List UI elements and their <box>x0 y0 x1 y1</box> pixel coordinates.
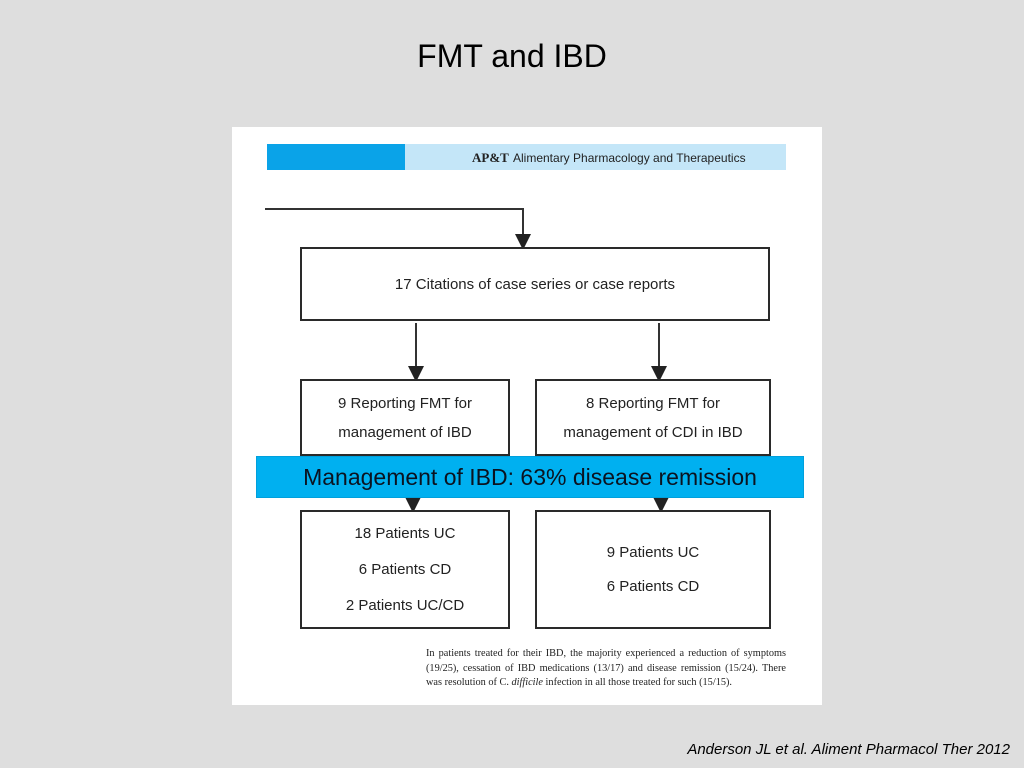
ibd-patients-cd: 6 Patients CD <box>358 560 452 578</box>
remission-highlight-banner: Management of IBD: 63% disease remission <box>256 456 804 498</box>
ibd-box-line-2: management of IBD <box>338 423 472 441</box>
caption-text-1: In patients treated for their IBD, the m… <box>426 648 786 688</box>
journal-banner-accent <box>267 144 405 170</box>
slide-title: FMT and IBD <box>417 38 607 74</box>
source-citation: Anderson JL et al. Aliment Pharmacol The… <box>687 741 1010 758</box>
ibd-reporting-box: 9 Reporting FMT for management of IBD <box>300 379 510 456</box>
cdi-patients-box: 9 Patients UC 6 Patients CD <box>535 510 771 629</box>
cdi-box-line-1: 8 Reporting FMT for <box>586 394 720 412</box>
citations-box-text: 17 Citations of case series or case repo… <box>394 275 676 293</box>
cdi-patients-cd: 6 Patients CD <box>606 577 700 595</box>
ibd-patients-uc-cd: 2 Patients UC/CD <box>345 596 465 614</box>
ibd-box-line-1: 9 Reporting FMT for <box>338 394 472 412</box>
flow-arrows <box>405 208 669 513</box>
citations-box: 17 Citations of case series or case repo… <box>300 247 770 321</box>
journal-abbreviation: AP&T <box>472 150 509 165</box>
caption-text-italic: difficile <box>511 677 543 688</box>
cdi-box-line-2: management of CDI in IBD <box>563 423 743 441</box>
caption-text-2: infection in all those treated for such … <box>542 677 732 688</box>
figure-caption: In patients treated for their IBD, the m… <box>426 647 786 691</box>
ibd-patients-uc: 18 Patients UC <box>354 524 456 542</box>
journal-name: Alimentary Pharmacology and Therapeutics <box>513 151 746 165</box>
cdi-reporting-box: 8 Reporting FMT for management of CDI in… <box>535 379 771 456</box>
journal-banner <box>405 144 786 170</box>
cdi-patients-uc: 9 Patients UC <box>606 543 700 561</box>
flow-incoming-line <box>265 208 523 210</box>
journal-figure: AP&T Alimentary Pharmacology and Therape… <box>232 127 822 705</box>
ibd-patients-box: 18 Patients UC 6 Patients CD 2 Patients … <box>300 510 510 629</box>
